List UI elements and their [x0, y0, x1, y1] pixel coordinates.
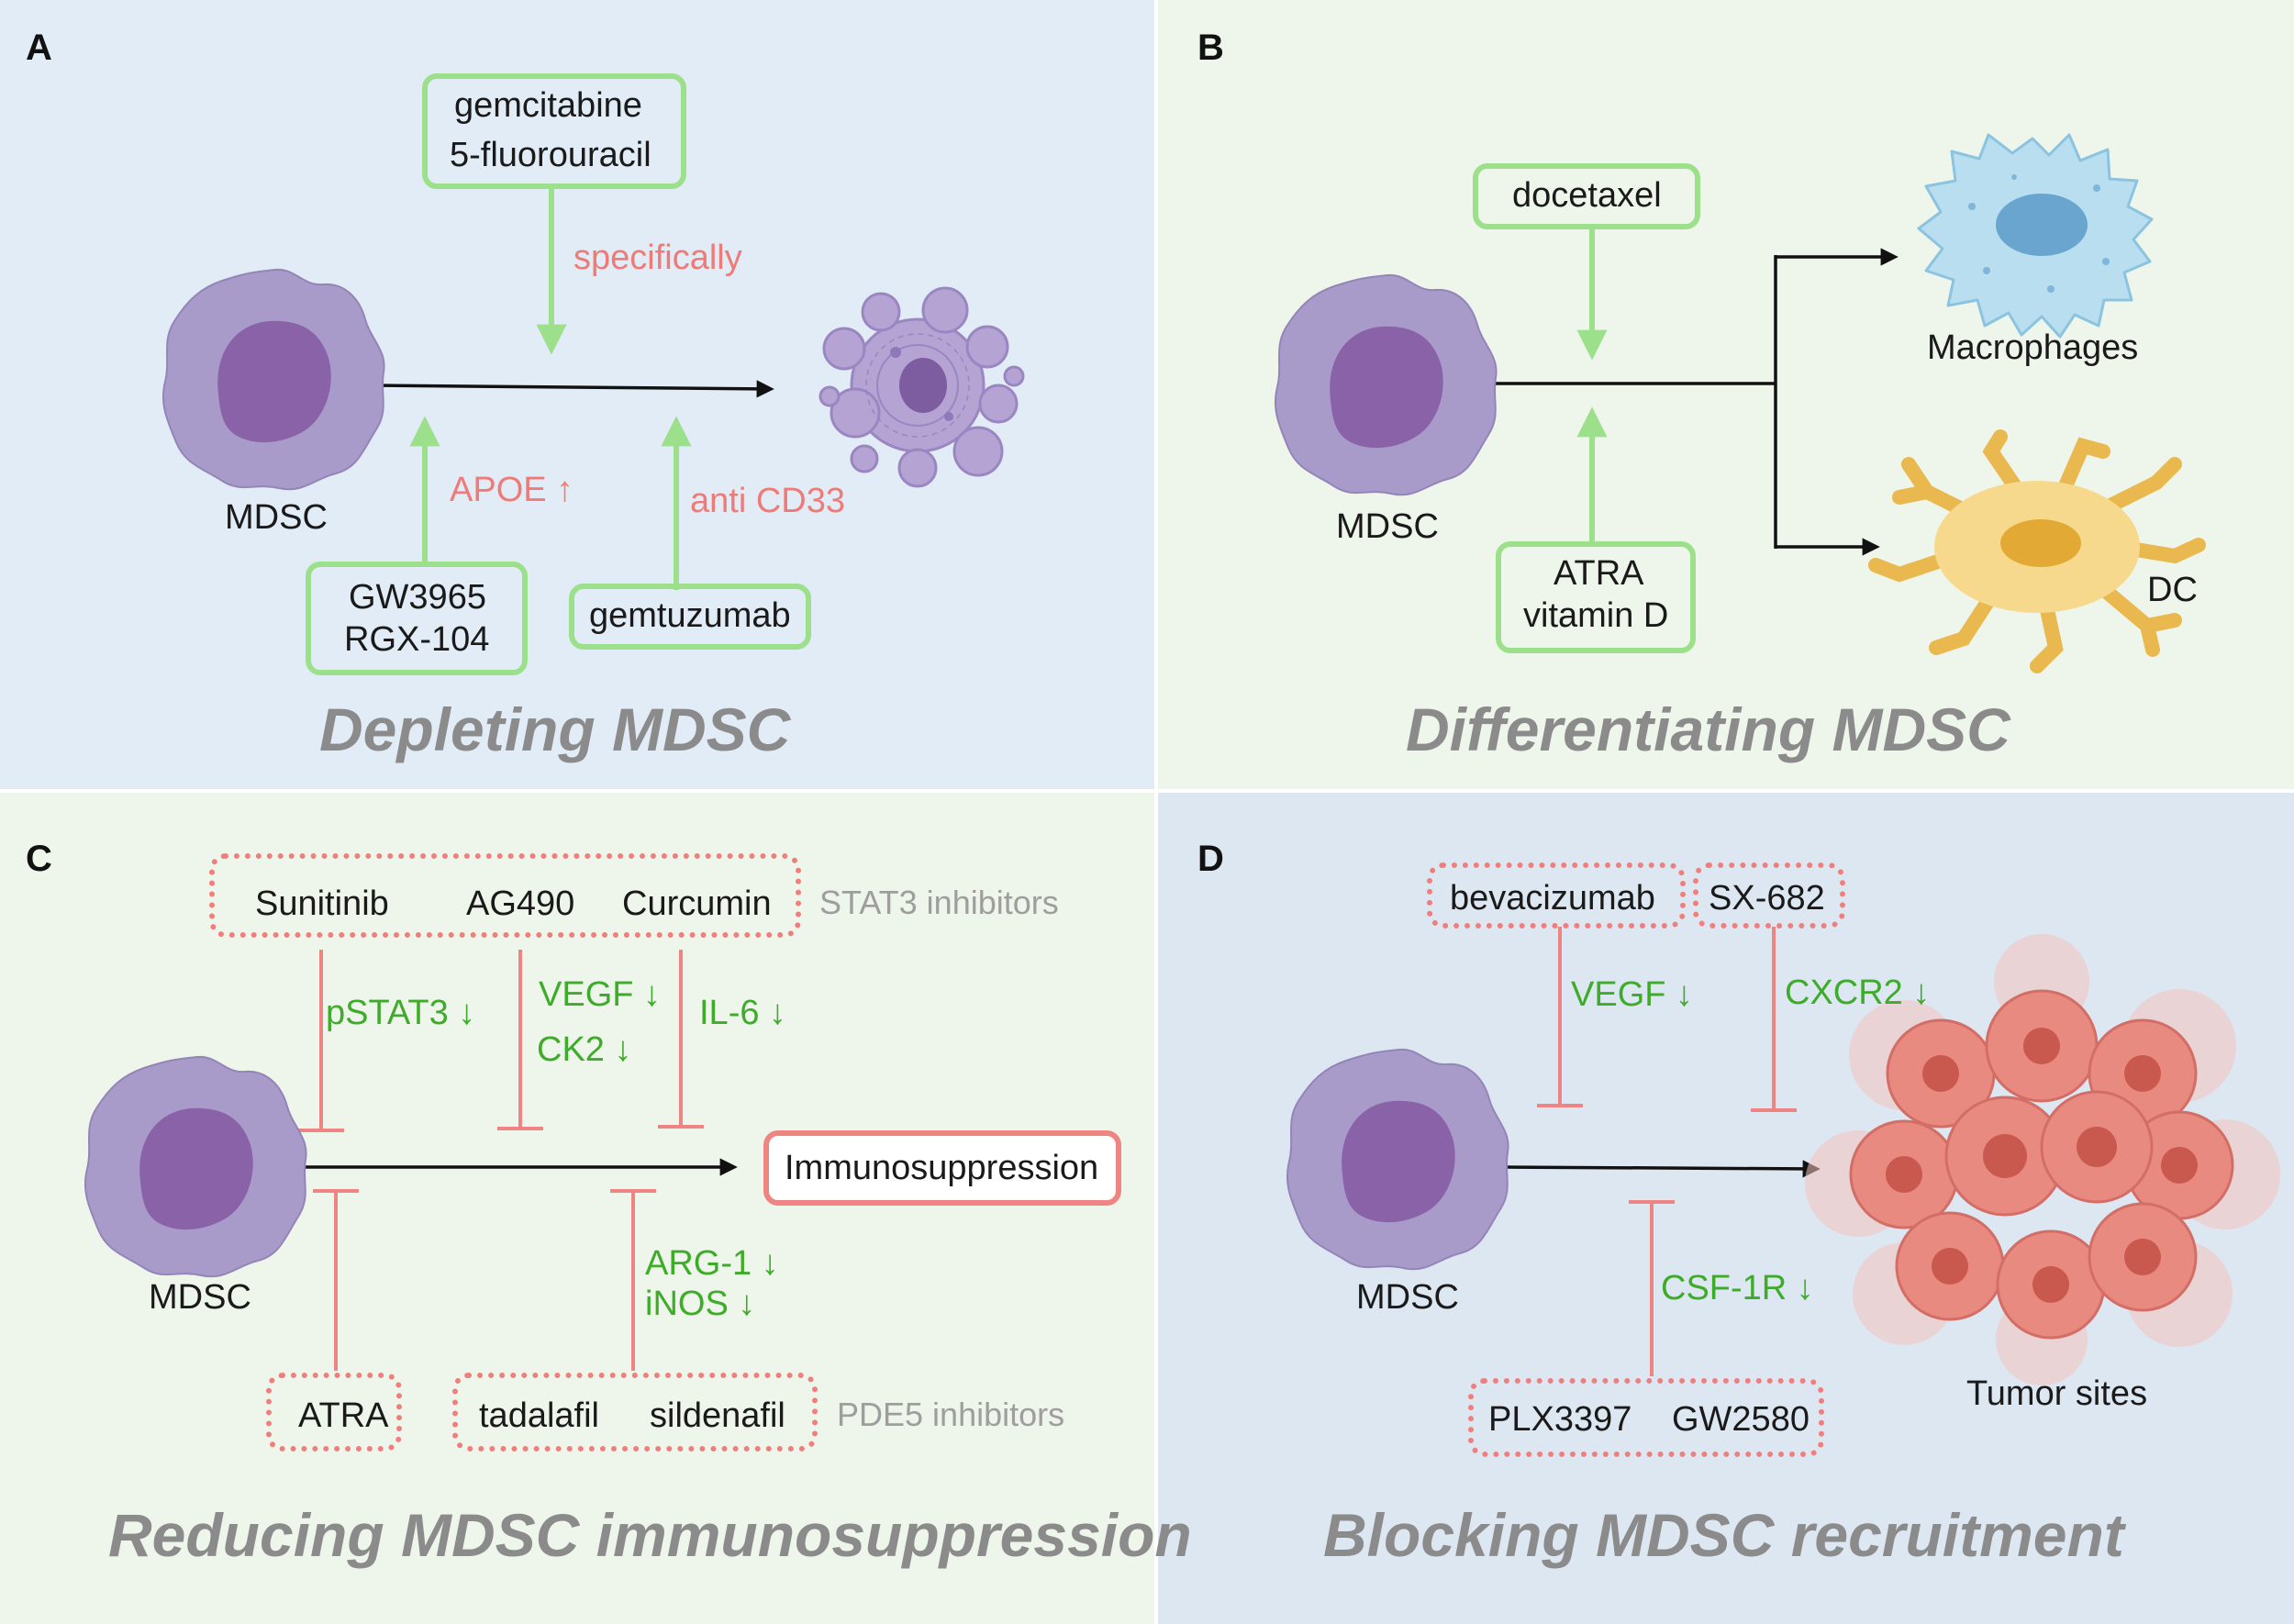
d-main-arrow	[1504, 1160, 1821, 1178]
b-mdsc-cell	[1274, 273, 1498, 496]
d-sx682-box	[1693, 862, 1845, 929]
d-drug-gw2580: GW2580	[1672, 1400, 1810, 1439]
dc-cell	[1868, 429, 2206, 673]
c-label-immunosuppression: Immunosuppression	[785, 1149, 1099, 1187]
c-atra-box	[266, 1373, 402, 1452]
a-drug-box-left	[306, 562, 528, 675]
a-label-specifically: specifically	[574, 239, 742, 277]
b-drug-docetaxel: docetaxel	[1512, 176, 1662, 215]
c-pde5-group-label: PDE5 inhibitors	[837, 1396, 1065, 1433]
c-label-pstat3: pSTAT3 ↓	[326, 994, 476, 1032]
a-drug-gemtuzumab: gemtuzumab	[589, 596, 791, 635]
b-panel-title: Differentiating MDSC	[1406, 695, 2010, 763]
c-label-arg1: ARG-1 ↓	[645, 1244, 779, 1283]
a-panel-title: Depleting MDSC	[319, 695, 791, 763]
d-drug-bevacizumab: bevacizumab	[1450, 879, 1655, 918]
a-mdsc-cell	[161, 268, 385, 491]
d-mdsc-cell	[1286, 1048, 1509, 1271]
b-panel-letter: B	[1197, 28, 1224, 68]
c-drug-atra: ATRA	[298, 1396, 389, 1435]
tumor-mass	[1805, 934, 2280, 1385]
c-drug-sunitinib: Sunitinib	[255, 884, 389, 923]
a-drug-5fu: 5-fluorouracil	[450, 136, 651, 174]
a-panel-letter: A	[26, 28, 52, 68]
d-label-csf1r: CSF-1R ↓	[1661, 1269, 1814, 1307]
a-drug-gemcitabine: gemcitabine	[454, 86, 642, 125]
d-panel-letter: D	[1197, 839, 1224, 879]
d-bevacizumab-box	[1427, 862, 1686, 929]
c-stat3-group-label: STAT3 inhibitors	[819, 884, 1059, 921]
b-drug-box-top	[1473, 163, 1700, 229]
d-panel-title: Blocking MDSC recruitment	[1323, 1501, 2124, 1569]
a-drug-gw3965: GW3965	[349, 578, 486, 617]
d-drug-plx3397: PLX3397	[1488, 1400, 1632, 1439]
b-drug-box-bottom	[1496, 541, 1696, 653]
c-label-ck2: CK2 ↓	[537, 1030, 632, 1069]
c-drug-sildenafil: sildenafil	[650, 1396, 785, 1435]
d-label-tumor-sites: Tumor sites	[1966, 1374, 2148, 1413]
c-immunosuppression-box	[763, 1130, 1121, 1206]
c-pde5-inhibitors-box	[452, 1373, 818, 1452]
a-label-anti-cd33: anti CD33	[690, 482, 845, 520]
c-label-il6: IL-6 ↓	[699, 994, 787, 1032]
b-drug-vitamin-d: vitamin D	[1523, 596, 1669, 635]
a-drug-rgx104: RGX-104	[344, 620, 490, 659]
c-mdsc-cell	[84, 1055, 307, 1278]
d-label-vegf: VEGF ↓	[1571, 975, 1694, 1014]
b-drug-atra: ATRA	[1553, 554, 1644, 593]
macrophage-cell	[1917, 133, 2154, 339]
a-main-arrow	[371, 380, 774, 398]
c-panel-letter: C	[26, 839, 52, 879]
c-mdsc-label: MDSC	[149, 1278, 251, 1317]
d-csf1r-inhibitors-box	[1468, 1378, 1824, 1457]
b-mdsc-label: MDSC	[1336, 507, 1439, 546]
c-stat3-inhibitors-box	[209, 853, 801, 938]
d-mdsc-label: MDSC	[1356, 1278, 1459, 1317]
a-mdsc-label: MDSC	[225, 498, 328, 537]
d-label-cxcr2: CXCR2 ↓	[1785, 973, 1931, 1012]
a-label-apoe: APOE ↑	[450, 471, 574, 509]
b-label-dc: DC	[2147, 571, 2198, 609]
b-label-macrophages: Macrophages	[1927, 328, 2139, 367]
d-drug-sx682: SX-682	[1709, 879, 1825, 918]
c-label-vegf: VEGF ↓	[539, 975, 662, 1014]
c-panel-title: Reducing MDSC immunosuppression	[108, 1501, 1192, 1569]
c-label-inos: iNOS ↓	[645, 1285, 756, 1323]
c-drug-tadalafil: tadalafil	[479, 1396, 599, 1435]
c-drug-ag490: AG490	[466, 884, 575, 923]
c-drug-curcumin: Curcumin	[622, 884, 772, 923]
a-drug-box-top	[422, 73, 686, 189]
a-drug-box-right	[569, 584, 811, 650]
a-apoptotic-cell	[818, 286, 1025, 488]
